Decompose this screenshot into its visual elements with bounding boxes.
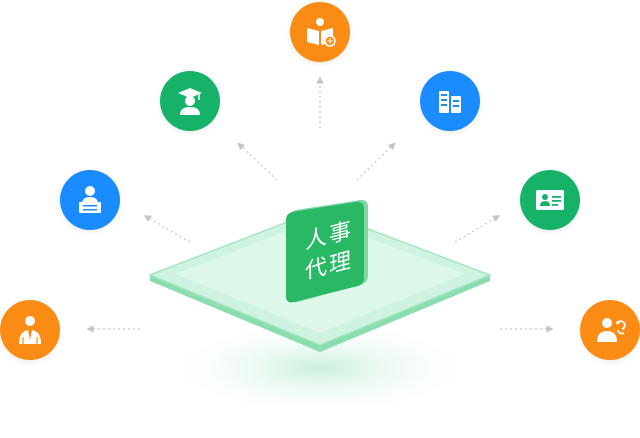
arrow-upper-left <box>237 142 278 181</box>
arrow-mid-right <box>454 215 501 243</box>
id-card-icon <box>536 190 564 210</box>
person-exchange-node[interactable] <box>580 300 640 360</box>
graduate-node[interactable] <box>160 71 220 131</box>
buildings-node[interactable] <box>420 71 480 131</box>
arrow-mid-left <box>143 215 191 243</box>
id-card-node[interactable] <box>520 170 580 230</box>
arrow-upper-right <box>356 142 396 181</box>
book-globe-node[interactable] <box>290 2 350 62</box>
platform-glow <box>155 318 485 418</box>
center-badge: 人事 代理 <box>284 198 374 304</box>
person-exchange-icon <box>597 318 626 342</box>
desk-worker-node[interactable] <box>60 170 120 230</box>
graduate-icon <box>178 88 202 115</box>
book-globe-icon <box>307 18 336 47</box>
center-badge-shape <box>286 199 368 303</box>
business-person-node[interactable] <box>0 300 60 360</box>
desk-worker-icon <box>79 186 101 213</box>
business-person-icon <box>19 316 41 344</box>
buildings-icon <box>439 91 461 113</box>
